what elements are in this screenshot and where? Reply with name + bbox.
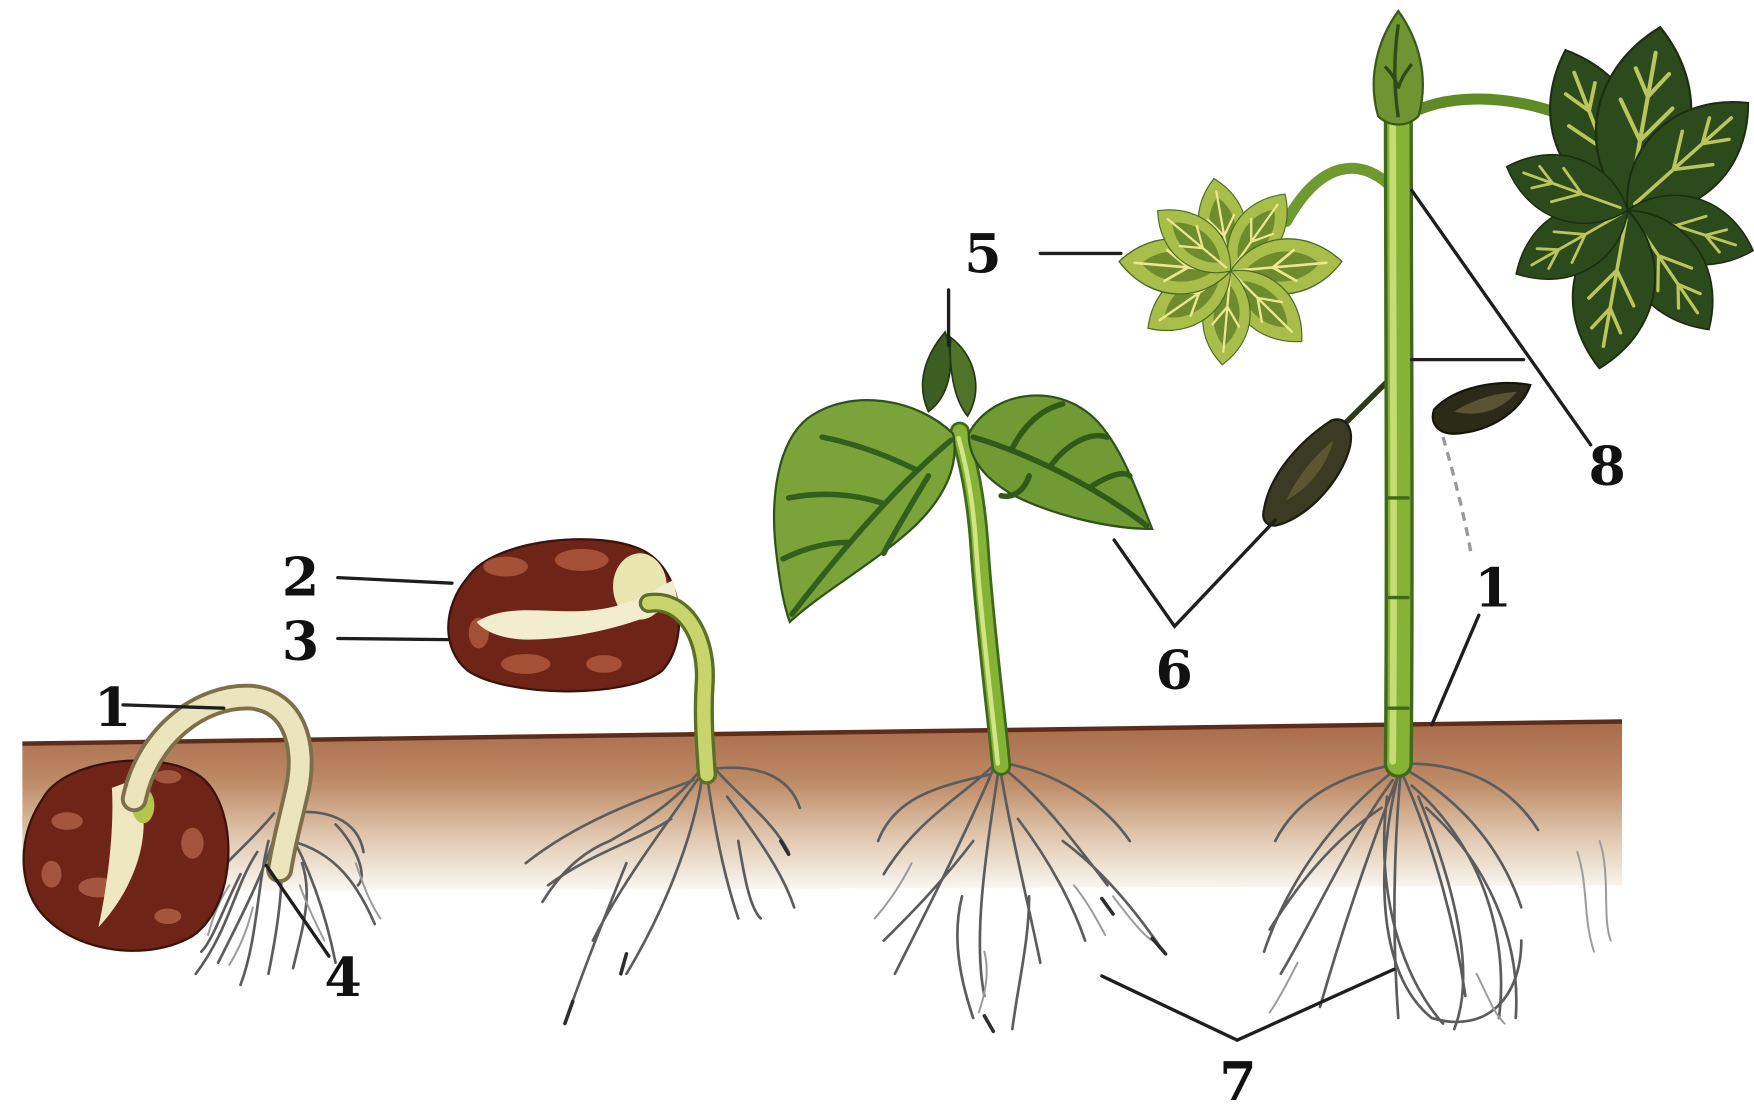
leader-line-1-right	[1432, 615, 1479, 725]
leader-lines	[123, 190, 1591, 1040]
plant-stem-highlight	[1393, 80, 1394, 762]
seedling-bud-right-leaf	[950, 338, 975, 417]
seed-speckle	[154, 908, 181, 923]
label-3: 3	[282, 610, 319, 673]
light-palmate-leaf	[1117, 174, 1345, 366]
label-1-left: 1	[94, 676, 131, 739]
leader-line-6	[1114, 520, 1275, 626]
seedling	[774, 332, 1152, 766]
label-2: 2	[282, 546, 319, 609]
left-leaf-petiole	[1286, 168, 1392, 221]
seedling-bud-left-leaf	[923, 332, 951, 412]
seed-speckle	[501, 654, 550, 674]
right-leaf-petiole	[1407, 99, 1557, 115]
label-7: 7	[1219, 1050, 1256, 1111]
dashed-trace	[1443, 437, 1471, 553]
label-8: 8	[1588, 435, 1625, 498]
label-1-right: 1	[1474, 557, 1511, 620]
leader-line-2	[338, 578, 452, 584]
label-6: 6	[1156, 639, 1193, 702]
seed-speckle	[555, 549, 609, 571]
seed-speckle	[181, 828, 203, 859]
plant-stem	[1398, 66, 1399, 763]
young-plant	[1117, 11, 1754, 763]
seed-speckle	[154, 770, 181, 783]
seedling-left-leaf	[774, 400, 955, 622]
leader-line-3	[338, 638, 448, 639]
seed-speckle	[483, 557, 528, 577]
seed-speckle	[586, 655, 622, 673]
label-5: 5	[964, 222, 1001, 285]
dark-palmate-leaf	[1496, 19, 1754, 375]
seed-speckle	[41, 861, 61, 888]
label-4: 4	[324, 946, 361, 1009]
leader-line-7	[1102, 969, 1394, 1040]
seed-speckle	[51, 812, 82, 830]
